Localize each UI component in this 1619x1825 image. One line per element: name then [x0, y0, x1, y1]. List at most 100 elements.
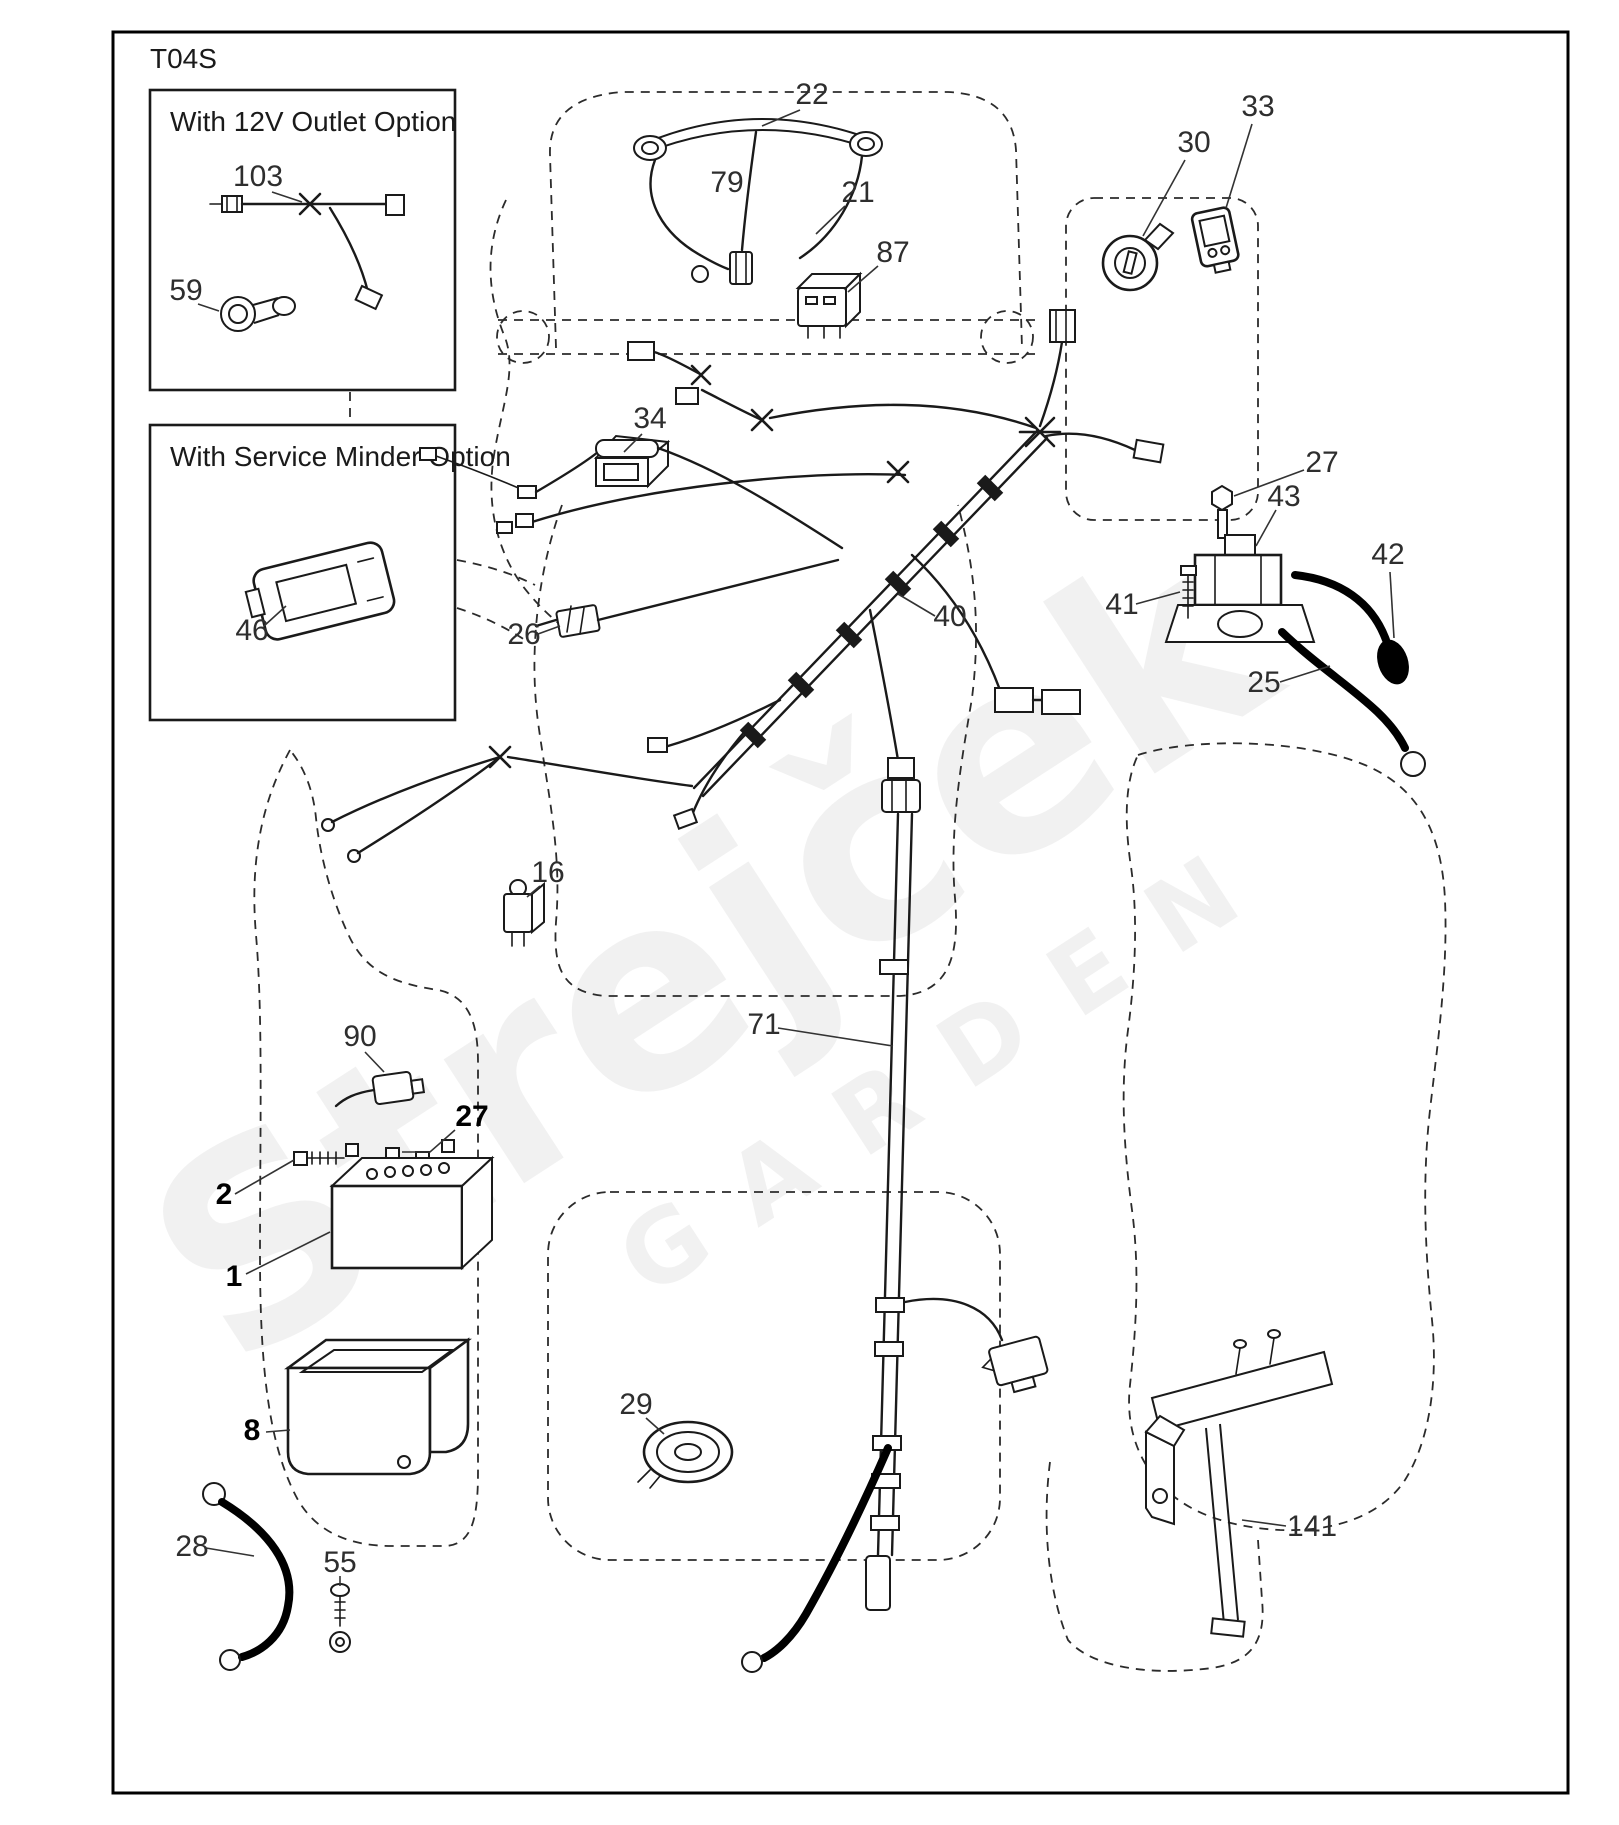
power-outlet-59 — [220, 296, 296, 332]
headlight-harness — [633, 118, 883, 285]
part-label-28: 28 — [175, 1530, 208, 1563]
plunger-switch-16 — [503, 879, 545, 947]
battery-post — [345, 1143, 359, 1157]
connector — [672, 807, 699, 830]
battery-1 — [329, 1139, 495, 1271]
part-label-27-right: 27 — [1305, 446, 1338, 479]
inset-link-line-3 — [456, 607, 529, 643]
bolt-41 — [1180, 565, 1197, 619]
part-label-25: 25 — [1247, 666, 1280, 699]
part-labels: 103 59 46 22 79 21 87 30 33 34 27 43 41 … — [169, 78, 1405, 1586]
right-fender-outline — [1122, 742, 1447, 1532]
part-label-71: 71 — [747, 1008, 780, 1041]
headlamp-socket-right — [849, 131, 883, 157]
bracket-area-outline — [1045, 1461, 1264, 1672]
left-body-outline — [253, 748, 479, 1547]
part-label-26: 26 — [507, 618, 540, 651]
part-label-103: 103 — [233, 160, 283, 193]
part-label-55: 55 — [323, 1546, 356, 1579]
part-label-33: 33 — [1241, 90, 1274, 123]
terminal-boot-42 — [1377, 639, 1409, 685]
chassis-dashed-outlines — [253, 91, 1447, 1672]
ring-terminal — [741, 1651, 763, 1673]
ring-terminal — [1400, 751, 1426, 777]
left-console-outline — [489, 199, 563, 627]
part-label-79: 79 — [710, 166, 743, 199]
wire-junction-x — [886, 460, 910, 484]
connector — [994, 687, 1034, 713]
part-label-16: 16 — [531, 856, 564, 889]
part-label-27-battery: 27 — [455, 1100, 488, 1133]
part-label-40: 40 — [933, 600, 966, 633]
inset-title: With Service Minder Option — [170, 441, 511, 472]
bracket-141 — [1144, 1329, 1334, 1638]
battery-box-8 — [284, 1337, 472, 1476]
switch-33 — [1190, 206, 1240, 274]
connector — [1132, 438, 1165, 464]
solenoid-base — [1164, 604, 1316, 643]
battery-post — [441, 1139, 455, 1153]
inset-box — [148, 88, 457, 392]
inset-12v-outlet: With 12V Outlet Option — [148, 88, 457, 392]
part-label-2: 2 — [216, 1178, 233, 1211]
part-label-29: 29 — [619, 1388, 652, 1421]
solenoid-assembly — [1164, 484, 1426, 777]
part-label-43: 43 — [1267, 480, 1300, 513]
ring-terminal — [691, 265, 709, 283]
connector — [647, 737, 668, 753]
connector — [627, 341, 655, 361]
part-label-22: 22 — [795, 78, 828, 111]
connector — [675, 387, 699, 405]
service-minder-46 — [244, 541, 396, 641]
part-label-8: 8 — [244, 1414, 261, 1447]
part-label-87: 87 — [876, 236, 909, 269]
ground-cable-28 — [202, 1482, 294, 1671]
main-harness-40 — [321, 309, 1165, 863]
mounting-hole — [1217, 610, 1263, 638]
connector — [515, 513, 534, 528]
solenoid-43 — [1193, 553, 1283, 607]
cable-clamp — [874, 1341, 904, 1357]
part-label-141: 141 — [1287, 1510, 1337, 1543]
part-label-41: 41 — [1105, 588, 1138, 621]
ring-terminal — [321, 818, 335, 832]
clip-bracket — [981, 1335, 1049, 1394]
solenoid-post — [1217, 509, 1228, 539]
connector — [865, 1555, 891, 1611]
ignition-switch-30 — [1101, 222, 1175, 292]
battery-cable-25 — [1278, 628, 1409, 752]
ground-lead — [760, 1444, 892, 1662]
connector — [419, 447, 437, 461]
cable-clamp — [875, 1297, 905, 1313]
outlet-harness-103 — [209, 192, 405, 311]
wire-junction-x — [690, 364, 712, 386]
harness-connector — [729, 251, 753, 285]
part-label-34: 34 — [633, 402, 666, 435]
switch-90 — [334, 1071, 426, 1108]
part-label-21: 21 — [841, 176, 874, 209]
nut-27 — [1211, 484, 1233, 512]
part-label-30: 30 — [1177, 126, 1210, 159]
headlight-hole-left — [496, 310, 550, 364]
connector — [887, 757, 915, 779]
connector-26 — [534, 604, 601, 638]
center-body-outline — [533, 504, 977, 997]
battery-group — [293, 1139, 495, 1271]
gauge-29 — [637, 1420, 734, 1489]
connector — [1041, 689, 1081, 715]
headlamp-socket-left — [633, 135, 667, 161]
key-slot — [1122, 250, 1138, 275]
connector — [517, 485, 537, 499]
diagram-code: T04S — [150, 43, 217, 74]
inset-service-minder: With Service Minder Option — [148, 423, 511, 722]
harness-knot — [1018, 416, 1062, 448]
part-label-90: 90 — [343, 1020, 376, 1053]
hood-outline — [549, 91, 1023, 349]
connector — [496, 521, 513, 534]
part-label-1: 1 — [226, 1260, 243, 1293]
bolt-2 — [293, 1151, 345, 1166]
harness-71-connector — [881, 779, 921, 813]
ring-terminal — [347, 849, 361, 863]
part-label-42: 42 — [1371, 538, 1404, 571]
